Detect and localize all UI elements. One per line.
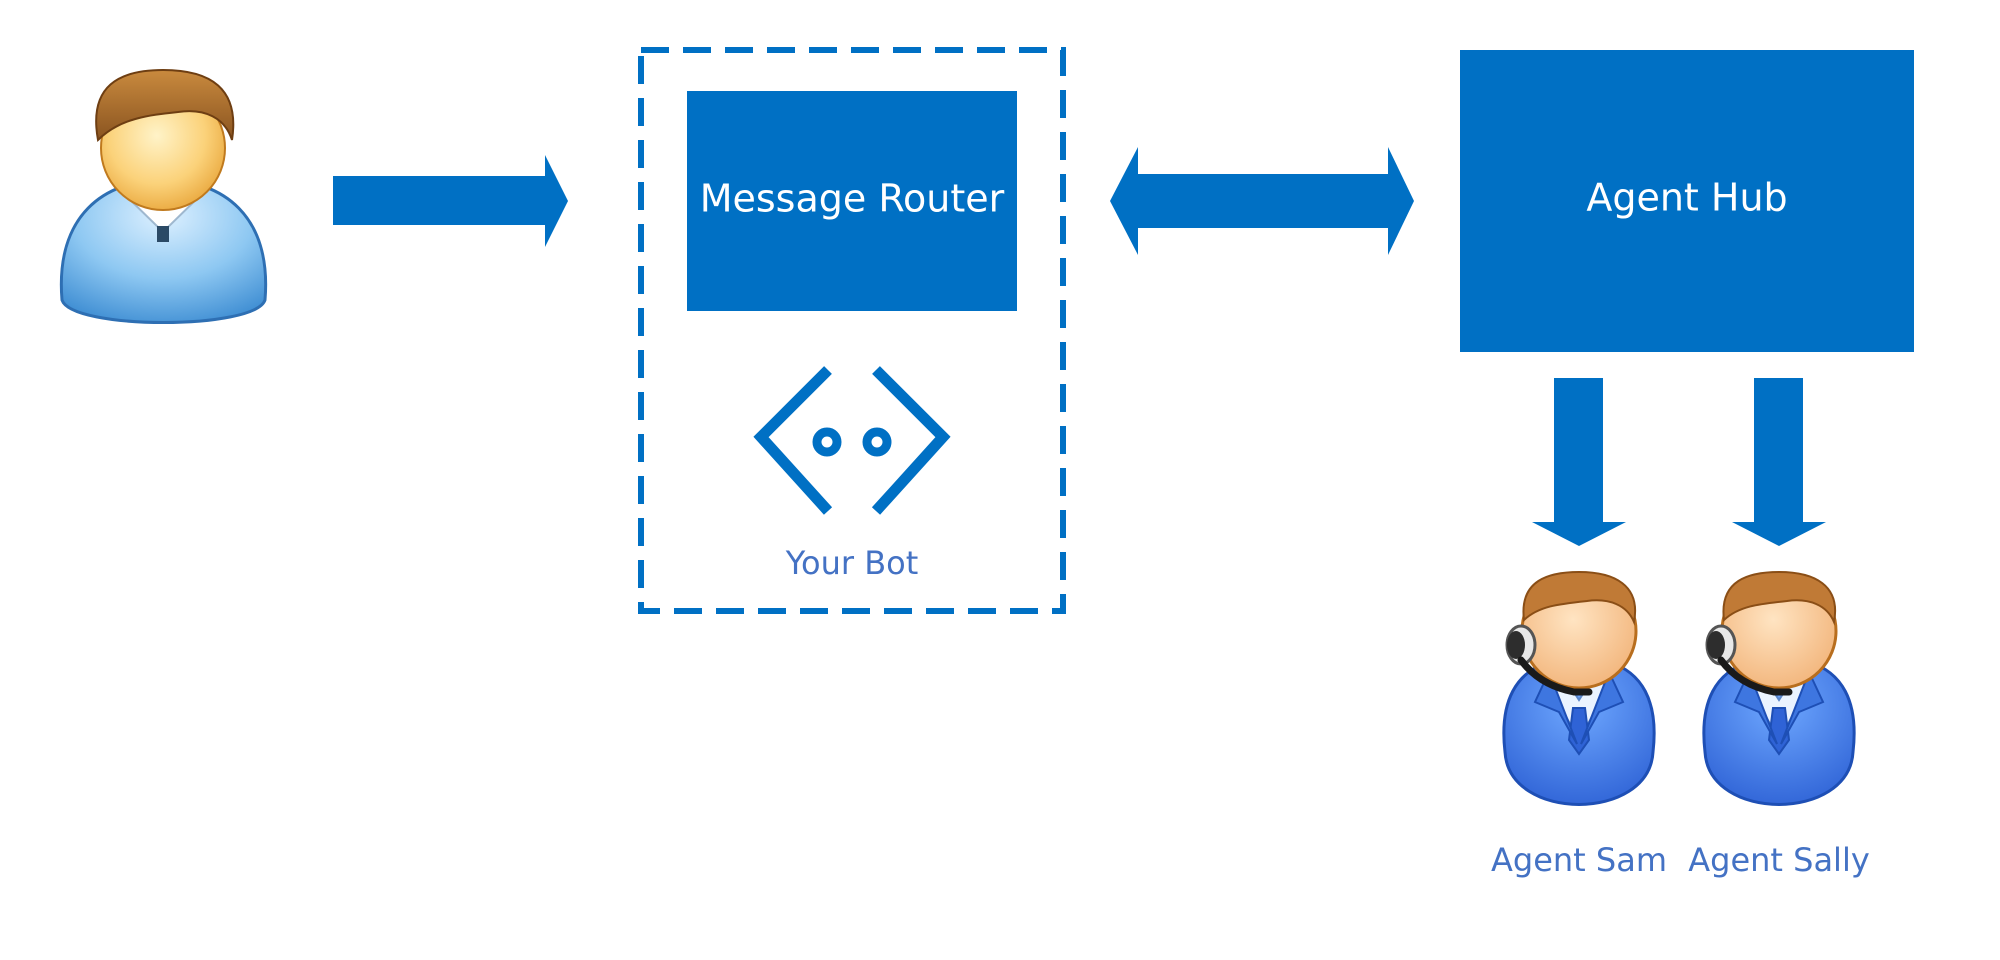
user-person-icon (59, 68, 268, 324)
message-router-label: Message Router (700, 177, 1005, 221)
arrow-router-hub-bidirectional (1110, 147, 1414, 255)
agent-headset-icon (1702, 570, 1856, 806)
agent-hair (1522, 570, 1637, 626)
agent-ear-pad (1507, 631, 1525, 659)
agent-hub-label: Agent Hub (1586, 176, 1787, 220)
bot-left-eye (812, 427, 842, 457)
agent-microphone (1717, 656, 1793, 696)
agent-lapel-left (1733, 669, 1778, 745)
agent-lapel-right (1780, 669, 1825, 745)
arrow-hub-to-agent-sam (1532, 378, 1626, 546)
arrow-user-to-router (333, 155, 568, 247)
agent-lapel-right (1580, 669, 1625, 745)
agent-hair (1722, 570, 1837, 626)
user-tie (157, 226, 169, 242)
user-body (59, 178, 268, 324)
bot-left-bracket (753, 366, 833, 515)
your-bot-container (638, 47, 1066, 614)
user-hair (95, 68, 235, 143)
agent-hub-box (1460, 50, 1914, 352)
bot-right-bracket (871, 366, 951, 515)
agent-headset-icon (1502, 570, 1656, 806)
arrow-hub-to-agent-sally (1732, 378, 1826, 546)
bot-brackets-icon (753, 366, 951, 515)
agent-tie (1567, 707, 1591, 756)
agent-sally-label: Agent Sally (1688, 841, 1870, 879)
agent-tie (1767, 707, 1791, 756)
your-bot-label: Your Bot (785, 544, 919, 582)
agent-lapel-left (1533, 669, 1578, 745)
message-router-box (687, 91, 1017, 311)
bot-right-eye (862, 427, 892, 457)
agent-sam-label: Agent Sam (1491, 841, 1667, 879)
agent-ear-pad (1707, 631, 1725, 659)
agent-microphone (1517, 656, 1593, 696)
